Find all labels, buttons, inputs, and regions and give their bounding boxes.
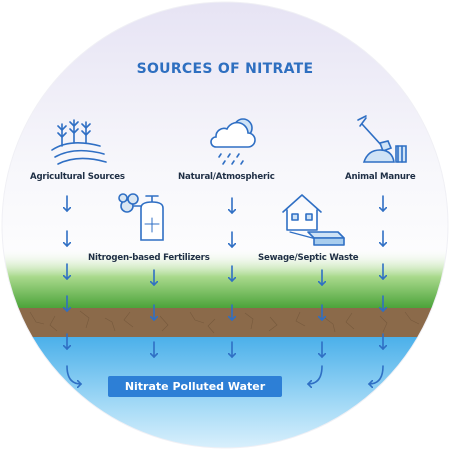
nitrate-polluted-water-label: Nitrate Polluted Water — [108, 376, 282, 397]
fertilizer-sprayer-icon — [118, 193, 164, 241]
arrow-column-manure — [369, 195, 383, 384]
flow-arrows — [67, 195, 383, 384]
house-septic-icon — [282, 194, 345, 246]
rain-cloud-icon — [210, 118, 256, 165]
crops-icon — [51, 119, 107, 165]
label-agricultural-sources: Agricultural Sources — [30, 172, 125, 182]
soil-layer — [2, 308, 448, 338]
label-sewage-septic: Sewage/Septic Waste — [258, 253, 359, 263]
diagram-title: SOURCES OF NITRATE — [136, 61, 314, 77]
manure-shovel-icon — [357, 115, 407, 163]
arrow-column-agricultural — [67, 195, 81, 384]
label-nitrogen-fertilizers: Nitrogen-based Fertilizers — [88, 253, 210, 263]
arrow-column-sewage — [308, 269, 322, 384]
label-animal-manure: Animal Manure — [345, 172, 416, 182]
label-natural-atmospheric: Natural/Atmospheric — [178, 172, 275, 182]
grass-layer — [2, 248, 448, 312]
